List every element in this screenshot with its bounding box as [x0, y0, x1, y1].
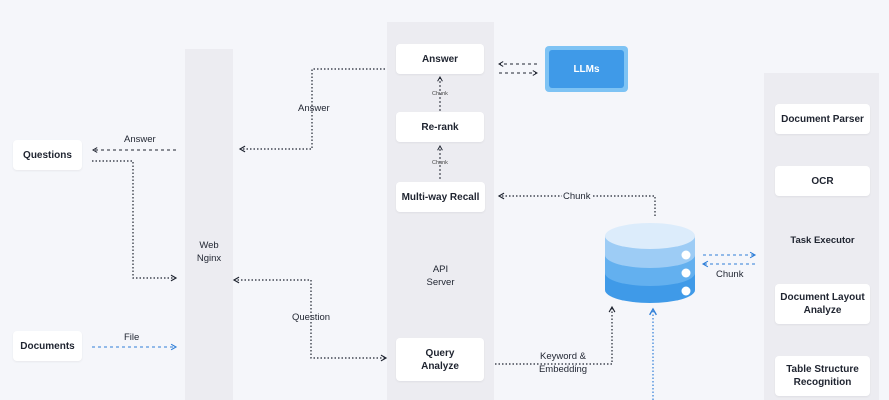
ocr-label: OCR: [811, 175, 834, 187]
analyze-label: Analyze: [421, 360, 459, 372]
edge-label-answer-left: Answer: [124, 134, 156, 145]
edge-label-chunk-small-1: Chunk: [432, 91, 448, 97]
rerank-label: Re-rank: [421, 121, 459, 133]
answer-label: Answer: [421, 53, 459, 65]
table-structure-label: Table Structure: [786, 364, 859, 375]
api-server-label: API Server: [426, 264, 455, 288]
nginx-label: Web Nginx: [196, 240, 222, 264]
edge-label-keyword-embedding: Keyword & Embedding: [538, 351, 588, 375]
edge-question: [232, 276, 388, 362]
edge-chunk-recall: [497, 192, 656, 216]
document-parser-box: Document Parser: [775, 104, 870, 134]
query-label: Query: [425, 347, 455, 359]
ocr-box: OCR: [775, 166, 870, 196]
llms-box: LLMs: [545, 46, 628, 92]
rerank-box: Re-rank: [396, 112, 484, 142]
document-layout-label-2: Analyze: [803, 305, 842, 316]
questions-box: Questions: [13, 140, 82, 170]
recall-label: Multi-way Recall: [401, 191, 480, 203]
document-layout-box: Document Layout Analyze: [775, 284, 870, 324]
documents-box: Documents: [13, 331, 82, 361]
llms-label: LLMs: [573, 63, 600, 75]
database-icon: [605, 223, 695, 303]
edge-questions-to-nginx: [92, 160, 178, 282]
recall-box: Multi-way Recall: [396, 182, 485, 212]
table-structure-box: Table Structure Recognition: [775, 356, 870, 396]
edge-label-file: File: [124, 332, 140, 343]
edge-answer-to-nginx: [238, 68, 385, 153]
query-analyze-box: Query Analyze: [396, 338, 484, 381]
questions-label: Questions: [23, 149, 72, 161]
task-executor-label: Task Executor: [790, 235, 855, 246]
edge-label-chunk-right: Chunk: [716, 269, 744, 280]
edge-label-answer-mid: Answer: [298, 103, 330, 114]
answer-box: Answer: [396, 44, 484, 74]
edge-keyword-embedding: [495, 305, 616, 365]
edge-label-chunk-small-2: Chunk: [432, 160, 448, 166]
edge-label-question: Question: [292, 312, 331, 323]
document-layout-label: Document Layout: [780, 292, 865, 303]
nginx-column: [185, 49, 233, 400]
table-structure-label-2: Recognition: [793, 377, 852, 388]
documents-label: Documents: [20, 340, 75, 352]
edge-label-chunk-recall: Chunk: [562, 191, 592, 202]
document-parser-label: Document Parser: [781, 113, 864, 125]
